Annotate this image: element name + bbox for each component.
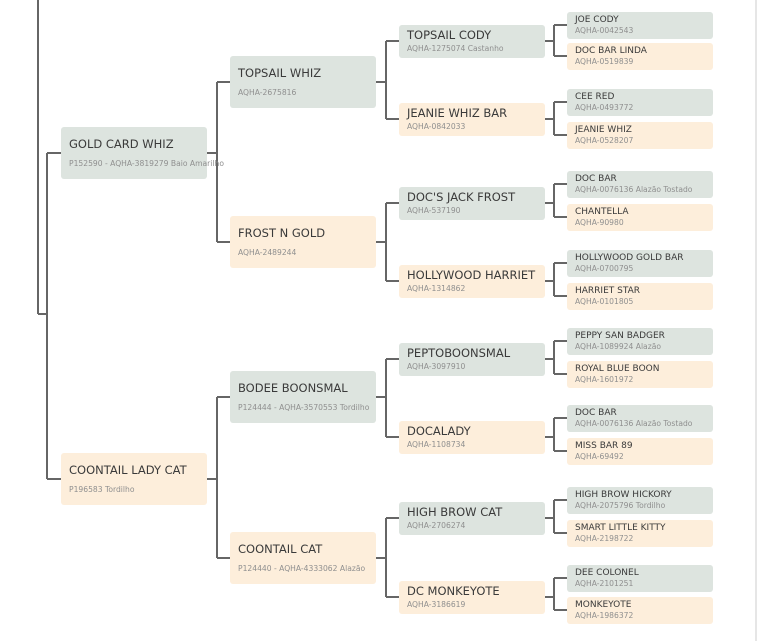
horse-name: HIGH BROW HICKORY — [575, 489, 672, 500]
horse-registration: AQHA-2198722 — [575, 534, 634, 544]
horse-name: ROYAL BLUE BOON — [575, 363, 660, 374]
horse-name: BODEE BOONSMAL — [238, 380, 348, 395]
horse-registration: AQHA-2706274 — [407, 521, 466, 531]
horse-card-high-brow-cat[interactable]: HIGH BROW CAT AQHA-2706274 — [399, 501, 545, 535]
horse-card-coontail-cat[interactable]: COONTAIL CAT P124440 - AQHA-4333062 Alazã… — [230, 532, 376, 584]
horse-card-topsail-cody[interactable]: TOPSAIL CODY AQHA-1275074 Castanho — [399, 24, 545, 58]
horse-registration: AQHA-69492 — [575, 452, 624, 462]
horse-registration: AQHA-1108734 — [407, 440, 466, 450]
horse-card-jeanie-whiz-bar[interactable]: JEANIE WHIZ BAR AQHA-0842033 — [399, 102, 545, 136]
horse-name: TOPSAIL WHIZ — [238, 65, 322, 80]
horse-registration: AQHA-1275074 Castanho — [407, 44, 504, 54]
horse-registration: AQHA-3186619 — [407, 600, 466, 610]
horse-card-coontail-lady-cat[interactable]: COONTAIL LADY CAT P196583 Tordilho — [61, 453, 207, 505]
horse-card-bodee-boonsmal[interactable]: BODEE BOONSMAL P124444 - AQHA-3570553 Tor… — [230, 371, 376, 423]
horse-registration: AQHA-2075796 Tordilho — [575, 501, 666, 511]
horse-registration: AQHA-0076136 Alazão Tostado — [575, 185, 693, 195]
horse-name: COONTAIL CAT — [238, 541, 323, 556]
horse-name: HOLLYWOOD HARRIET — [407, 267, 536, 282]
horse-registration: AQHA-1986372 — [575, 611, 634, 621]
right-edge-divider — [755, 0, 757, 641]
horse-name: HOLLYWOOD GOLD BAR — [575, 252, 684, 263]
horse-card-hollywood-harriet[interactable]: HOLLYWOOD HARRIET AQHA-1314862 — [399, 264, 545, 298]
horse-registration: AQHA-1089924 Alazão — [575, 342, 661, 352]
horse-name: TOPSAIL CODY — [407, 27, 492, 42]
horse-name: DOC BAR LINDA — [575, 45, 647, 56]
horse-name: DOC'S JACK FROST — [407, 189, 516, 204]
horse-name: DOC BAR — [575, 407, 617, 418]
horse-name: JEANIE WHIZ — [575, 124, 632, 135]
horse-registration: AQHA-0101805 — [575, 297, 634, 307]
horse-registration: AQHA-90980 — [575, 218, 624, 228]
horse-card-peptoboonsmal[interactable]: PEPTOBOONSMAL AQHA-3097910 — [399, 342, 545, 376]
horse-name: PEPTOBOONSMAL — [407, 345, 511, 360]
horse-name: DEE COLONEL — [575, 567, 639, 578]
horse-registration: P124440 - AQHA-4333062 Alazão — [238, 564, 366, 574]
horse-registration: AQHA-2489244 — [238, 248, 297, 258]
horse-name: FROST N GOLD — [238, 225, 326, 240]
horse-card-topsail-whiz[interactable]: TOPSAIL WHIZ AQHA-2675816 — [230, 56, 376, 108]
horse-registration: AQHA-0700795 — [575, 264, 634, 274]
horse-name: HIGH BROW CAT — [407, 504, 503, 519]
horse-registration: AQHA-0842033 — [407, 122, 466, 132]
horse-registration: AQHA-3097910 — [407, 362, 466, 372]
horse-name: MISS BAR 89 — [575, 440, 633, 451]
horse-name: CEE RED — [575, 91, 615, 102]
horse-registration: P152590 - AQHA-3819279 Baio Amarilho — [69, 159, 224, 169]
horse-card-docalady[interactable]: DOCALADY AQHA-1108734 — [399, 420, 545, 454]
horse-registration: AQHA-0076136 Alazão Tostado — [575, 419, 693, 429]
horse-registration: AQHA-2675816 — [238, 88, 297, 98]
horse-card-doc-s-jack-frost[interactable]: DOC'S JACK FROST AQHA-537190 — [399, 186, 545, 220]
horse-card-frost-n-gold[interactable]: FROST N GOLD AQHA-2489244 — [230, 216, 376, 268]
horse-registration: AQHA-0042543 — [575, 26, 634, 36]
horse-card-gold-card-whiz[interactable]: GOLD CARD WHIZ P152590 - AQHA-3819279 Bai… — [61, 127, 224, 179]
horse-registration: AQHA-1601972 — [575, 375, 634, 385]
horse-name: SMART LITTLE KITTY — [575, 522, 666, 533]
horse-name: COONTAIL LADY CAT — [69, 462, 187, 477]
horse-registration: AQHA-0493772 — [575, 103, 634, 113]
horse-name: JEANIE WHIZ BAR — [407, 105, 508, 120]
horse-name: DOC BAR — [575, 173, 617, 184]
horse-name: CHANTELLA — [575, 206, 629, 217]
horse-registration: AQHA-2101251 — [575, 579, 634, 589]
horse-registration: AQHA-537190 — [407, 206, 461, 216]
horse-registration: P196583 Tordilho — [69, 485, 135, 495]
horse-name: DC MONKEYOTE — [407, 583, 500, 598]
horse-card-dc-monkeyote[interactable]: DC MONKEYOTE AQHA-3186619 — [399, 580, 545, 614]
horse-registration: AQHA-1314862 — [407, 284, 466, 294]
horse-name: PEPPY SAN BADGER — [575, 330, 665, 341]
horse-registration: P124444 - AQHA-3570553 Tordilho — [238, 403, 370, 413]
horse-registration: AQHA-0519839 — [575, 57, 634, 67]
horse-name: JOE CODY — [575, 14, 619, 25]
horse-name: MONKEYOTE — [575, 599, 632, 610]
horse-name: GOLD CARD WHIZ — [69, 136, 174, 151]
horse-name: DOCALADY — [407, 423, 471, 438]
horse-registration: AQHA-0528207 — [575, 136, 634, 146]
horse-name: HARRIET STAR — [575, 285, 641, 296]
